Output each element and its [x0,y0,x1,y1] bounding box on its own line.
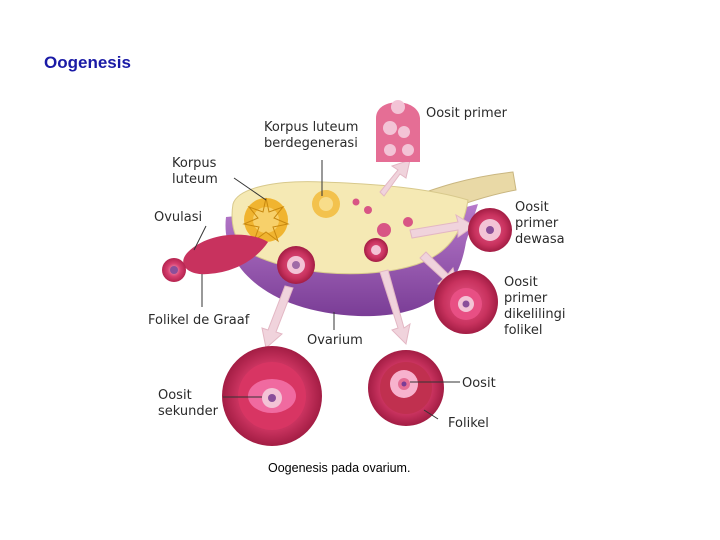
oocyte-with-follicle [434,270,498,334]
label-oocyte-surrounded-by-follicle: Oosit primer dikelilingi folikel [504,275,565,339]
label-line: Oosit [515,200,565,216]
label-graafian-follicle: Folikel de Graaf [148,313,249,329]
label-ovary: Ovarium [307,333,363,349]
label-line: luteum [172,172,218,188]
label-line: dikelilingi [504,307,565,323]
primary-oocyte-cluster [376,100,420,162]
secondary-oocyte-follicle [222,346,322,446]
label-line: folikel [504,323,565,339]
label-line: Oosit [504,275,565,291]
label-mature-primary-oocyte: Oosit primer dewasa [515,200,565,248]
label-ovulation: Ovulasi [154,210,202,226]
label-line: primer [504,291,565,307]
label-secondary-oocyte: Oosit sekunder [158,388,218,420]
label-line: berdegenerasi [264,136,358,152]
label-line: Oosit [158,388,218,404]
label-line: Korpus [172,156,218,172]
follicle-with-oocyte [368,350,444,426]
figure-caption: Oogenesis pada ovarium. [268,461,410,475]
label-corpus-luteum-degenerating: Korpus luteum berdegenerasi [264,120,358,152]
label-corpus-luteum: Korpus luteum [172,156,218,188]
label-oocyte: Oosit [462,376,496,392]
label-primary-oocyte: Oosit primer [426,106,507,122]
label-line: Korpus luteum [264,120,358,136]
label-line: sekunder [158,404,218,420]
mature-primary-oocyte [468,208,512,252]
label-line: primer [515,216,565,232]
label-follicle: Folikel [448,416,489,432]
label-line: dewasa [515,232,565,248]
oogenesis-diagram: Korpus luteum berdegenerasi Korpus luteu… [148,92,588,457]
slide-title: Oogenesis [44,53,131,73]
